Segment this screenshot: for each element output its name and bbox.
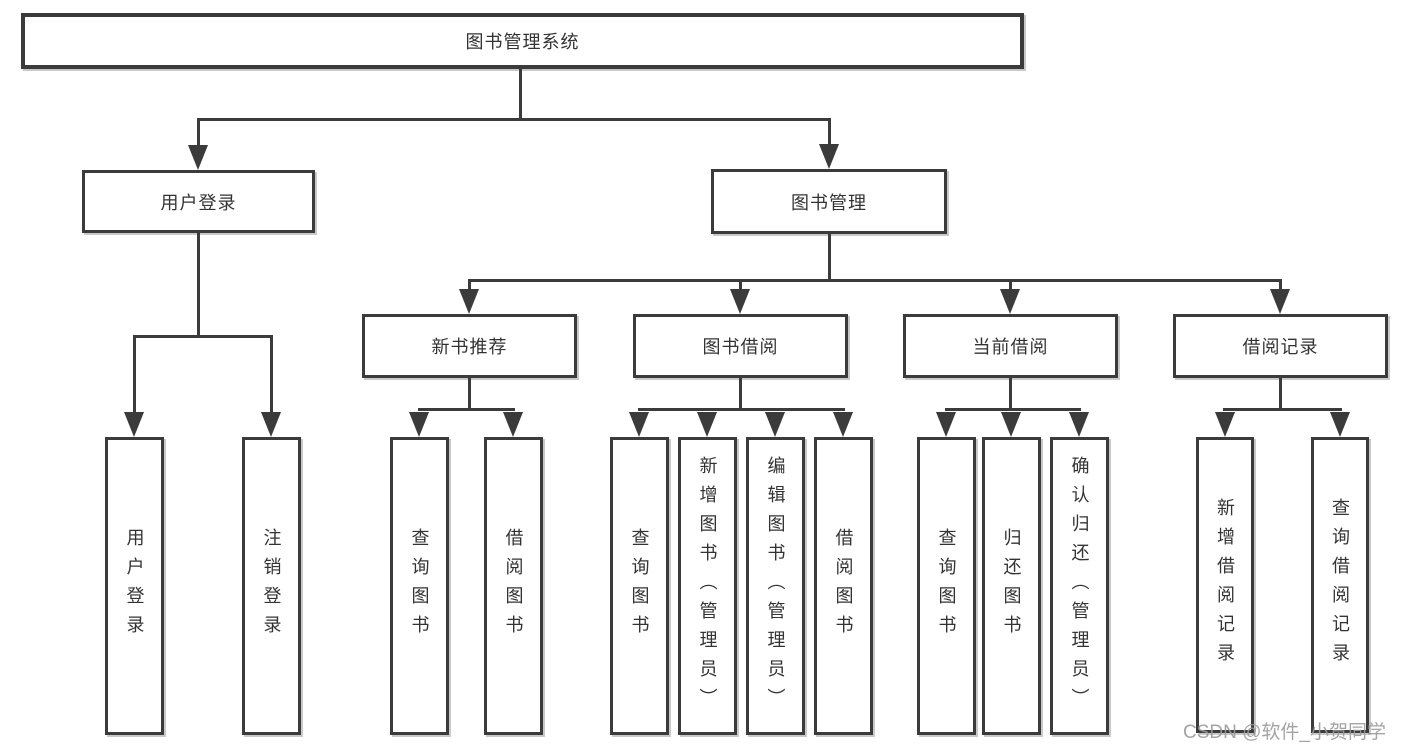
connector-book-mgmt-crossbar [468, 279, 1282, 282]
connector-user-login-crossbar [133, 335, 273, 338]
node-current-borrow: 当前借阅 [903, 314, 1118, 378]
connector-to-user-login [197, 118, 200, 146]
arrowhead-down [697, 412, 717, 437]
node-borrow-records: 借阅记录 [1173, 314, 1388, 378]
node-label: 查询图书 [936, 528, 957, 644]
leaf-confirm-return-admin: 确认归还（管理员） [1050, 437, 1109, 735]
node-user-login: 用户登录 [82, 170, 315, 233]
node-system-root: 图书管理系统 [21, 13, 1024, 69]
watermark: CSDN @软件_小贺同学 [1183, 722, 1386, 743]
leaf-user-login: 用户登录 [105, 437, 164, 735]
arrowhead-down [730, 289, 750, 314]
arrowhead-down [409, 412, 429, 437]
leaf-borrow-books-2: 借阅图书 [814, 437, 873, 735]
arrowhead-down [188, 145, 208, 170]
leaf-borrow-books-1: 借阅图书 [484, 437, 543, 735]
arrowhead-down [765, 412, 785, 437]
connector-current-borrow-crossbar [945, 408, 1081, 411]
connector-to-new-books [468, 279, 471, 291]
connector-to-borrow-records [1279, 279, 1282, 291]
node-new-books: 新书推荐 [362, 314, 577, 378]
connector-root-stem [519, 69, 522, 119]
leaf-query-borrow-record: 查询借阅记录 [1311, 437, 1369, 733]
connector-current-borrow-stem [1009, 378, 1012, 411]
leaf-query-books-3: 查询图书 [917, 437, 976, 735]
leaf-return-books: 归还图书 [982, 437, 1041, 735]
arrowhead-down [459, 289, 479, 314]
connector-borrow-records-crossbar [1223, 408, 1342, 411]
connector-borrow-records-stem [1279, 378, 1282, 411]
node-label: 查询图书 [629, 528, 650, 644]
node-label: 图书管理系统 [465, 32, 580, 52]
node-label: 借阅记录 [1242, 337, 1319, 357]
node-label: 查询借阅记录 [1330, 498, 1350, 672]
connector-root-crossbar [197, 118, 831, 121]
node-label: 确认归还（管理员） [1069, 455, 1090, 717]
arrowhead-down [124, 412, 144, 437]
arrowhead-down [629, 412, 649, 437]
node-label: 新增图书（管理员） [697, 455, 718, 717]
leaf-logout: 注销登录 [242, 437, 301, 735]
leaf-query-books-2: 查询图书 [610, 437, 669, 735]
node-label: 图书管理 [791, 192, 867, 213]
arrowhead-down [1270, 289, 1290, 314]
connector-book-mgmt-stem [828, 234, 831, 281]
arrowhead-down [833, 412, 853, 437]
connector-to-book-mgmt [828, 118, 831, 146]
leaf-query-books-1: 查询图书 [390, 437, 449, 735]
connector-user-login-stem [197, 233, 200, 336]
leaf-add-borrow-record: 新增借阅记录 [1196, 437, 1254, 733]
connector-to-leaf-login [133, 335, 136, 412]
arrowhead-down [503, 412, 523, 437]
arrowhead-down [1330, 412, 1350, 437]
arrowhead-down [936, 412, 956, 437]
node-label: 当前借阅 [972, 337, 1049, 357]
node-label: 查询图书 [409, 528, 430, 644]
connector-new-books-stem [468, 378, 471, 411]
node-label: 用户登录 [124, 528, 145, 644]
node-label: 用户登录 [160, 192, 237, 213]
node-label: 新增借阅记录 [1215, 498, 1235, 672]
node-label: 注销登录 [261, 528, 282, 644]
arrowhead-down [1215, 412, 1235, 437]
arrowhead-down [1001, 412, 1021, 437]
connector-to-book-borrow [739, 279, 742, 291]
node-book-borrow: 图书借阅 [633, 314, 848, 378]
arrowhead-down [819, 144, 839, 169]
connector-to-leaf-logout [270, 335, 273, 412]
node-label: 归还图书 [1001, 528, 1022, 644]
arrowhead-down [261, 412, 281, 437]
arrowhead-down [1069, 412, 1089, 437]
leaf-edit-books-admin: 编辑图书（管理员） [746, 437, 805, 735]
connector-book-borrow-stem [739, 378, 742, 411]
node-label: 编辑图书（管理员） [765, 455, 786, 717]
node-label: 新书推荐 [431, 337, 508, 357]
leaf-add-books-admin: 新增图书（管理员） [678, 437, 737, 735]
node-book-mgmt: 图书管理 [711, 169, 947, 234]
connector-to-current-borrow [1009, 279, 1012, 291]
arrowhead-down [1000, 289, 1020, 314]
connector-new-books-crossbar [418, 408, 515, 411]
node-label: 图书借阅 [702, 337, 779, 357]
connector-book-borrow-crossbar [638, 408, 845, 411]
node-label: 借阅图书 [833, 528, 854, 644]
node-label: 借阅图书 [503, 528, 524, 644]
